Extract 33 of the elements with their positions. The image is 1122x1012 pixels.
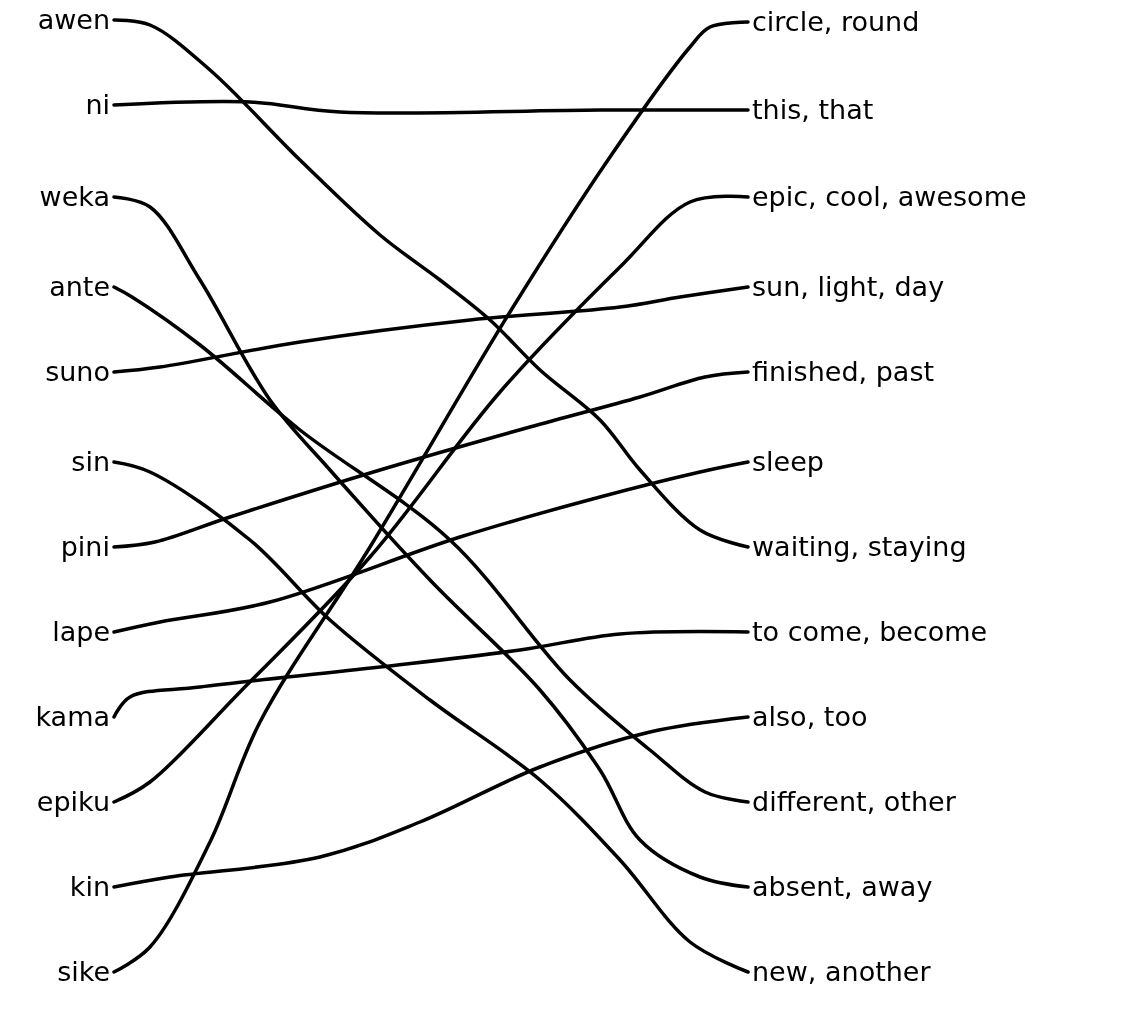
connector-line [112,370,750,549]
word-label: epiku [36,785,110,819]
word-label: sin [71,445,110,479]
word-label: circle, round [752,5,920,39]
connector-line [112,460,750,634]
word-label: awen [37,3,110,37]
word-label: finished, past [752,355,935,389]
word-label: suno [45,355,110,389]
word-label: lape [52,615,110,649]
connector-line [112,715,750,889]
connector-line [112,18,750,549]
word-label: waiting, staying [752,530,967,564]
word-label: also, too [752,700,868,734]
connector-line [112,285,750,374]
word-label: kin [69,870,110,904]
word-label: sike [57,955,110,989]
word-label: weka [39,180,110,214]
word-label: sleep [752,445,824,479]
word-label: ante [49,270,110,304]
connector-line [112,460,750,974]
word-label: kama [35,700,110,734]
word-label: to come, become [752,615,988,649]
connector-line [112,20,750,974]
word-label: different, other [752,785,956,819]
connector-line [112,99,750,115]
word-label: sun, light, day [752,270,945,304]
word-label: ni [85,88,110,122]
connector-line [112,629,750,719]
word-label: this, that [752,93,874,127]
word-label: absent, away [752,870,933,904]
word-label: pini [60,530,110,564]
word-label: new, another [752,955,931,989]
word-label: epic, cool, awesome [752,180,1027,214]
